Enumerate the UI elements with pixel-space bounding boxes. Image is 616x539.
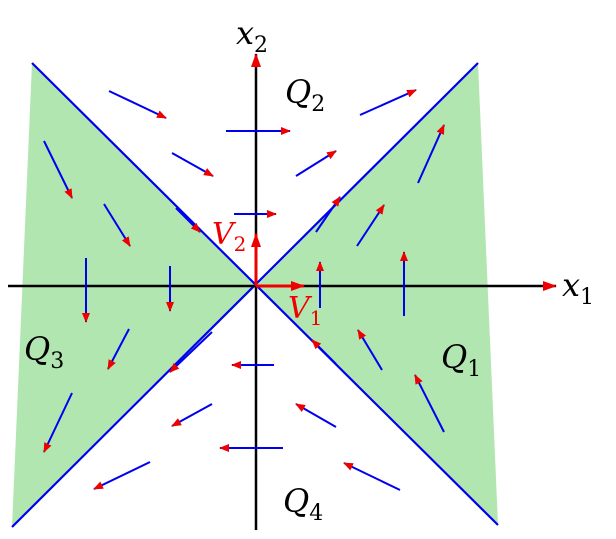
field-arrow bbox=[93, 461, 151, 490]
region-label-q3: Q3 bbox=[24, 330, 64, 374]
field-arrow bbox=[43, 392, 73, 453]
eigenvector-v2-label: V2 bbox=[212, 217, 246, 256]
region-q1 bbox=[256, 63, 498, 525]
field-arrow bbox=[107, 328, 130, 370]
field-arrow bbox=[169, 331, 213, 373]
vector-field bbox=[43, 89, 445, 491]
field-arrow bbox=[359, 89, 417, 116]
region-q3 bbox=[12, 63, 256, 527]
field-arrow bbox=[295, 150, 337, 177]
field-arrow bbox=[357, 329, 383, 371]
field-arrow bbox=[43, 140, 73, 199]
field-arrow bbox=[311, 339, 337, 365]
region-label-q1: Q1 bbox=[441, 338, 481, 382]
field-arrow bbox=[417, 124, 445, 184]
region-label-q2: Q2 bbox=[285, 73, 325, 117]
field-arrow bbox=[171, 152, 214, 177]
field-arrow bbox=[315, 196, 341, 233]
x1-axis-label: x1 bbox=[562, 266, 594, 310]
eigenvector-v1-label: V1 bbox=[288, 291, 322, 330]
field-arrow bbox=[108, 90, 167, 119]
diagonal-line-2 bbox=[11, 62, 479, 528]
field-arrow bbox=[171, 403, 213, 427]
field-arrow bbox=[175, 207, 201, 233]
field-arrow bbox=[414, 374, 445, 433]
x2-axis-label: x2 bbox=[236, 14, 268, 58]
region-label-q4: Q4 bbox=[283, 482, 323, 526]
diagonal-line-1 bbox=[31, 62, 499, 526]
field-arrow bbox=[343, 462, 401, 491]
field-arrow bbox=[356, 204, 385, 247]
field-arrow bbox=[103, 203, 131, 247]
field-arrow bbox=[295, 403, 337, 428]
